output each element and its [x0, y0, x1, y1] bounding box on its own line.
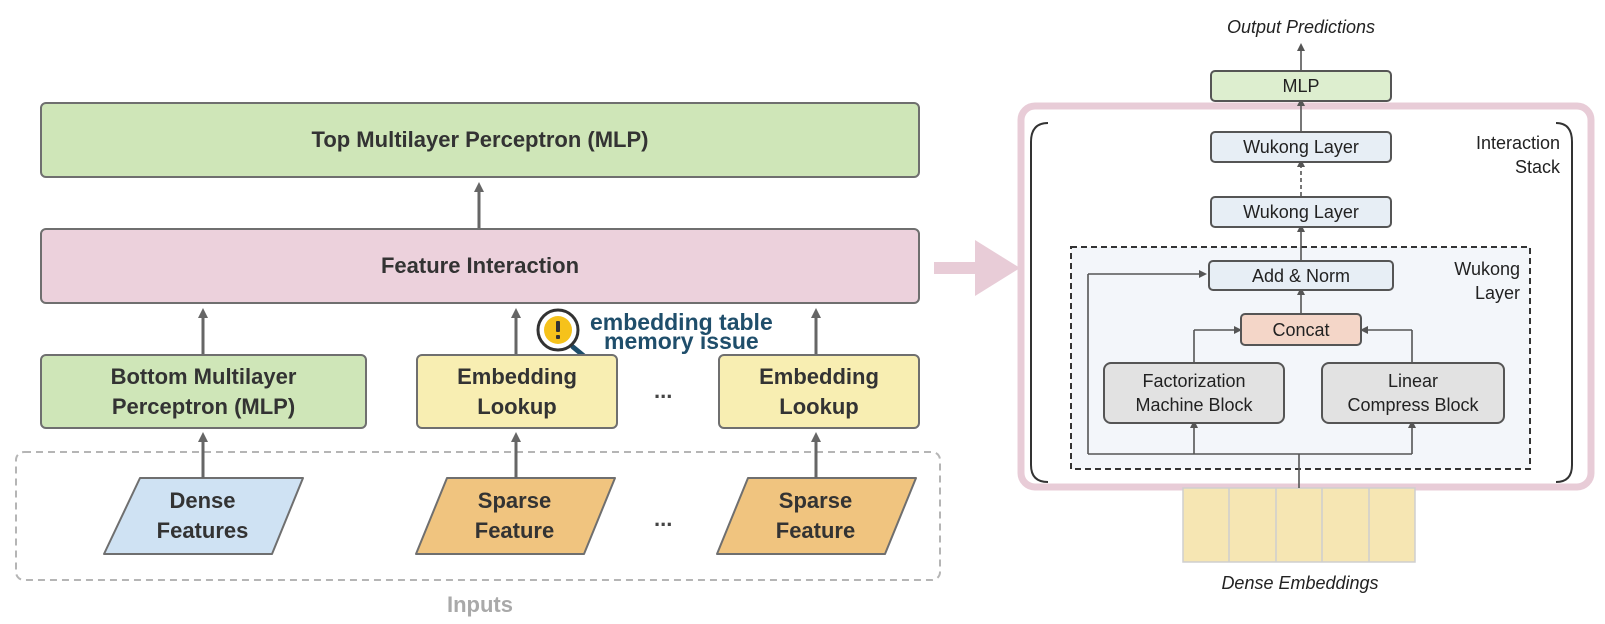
sparse-feature-text-2: Sparse Feature	[723, 478, 908, 554]
feature-interaction-label: Feature Interaction	[380, 253, 580, 278]
concat-box: Concat	[1240, 313, 1362, 346]
annotation-text: embedding table memory issue	[590, 309, 773, 354]
wukong-layer-mid-box: Wukong Layer	[1210, 196, 1392, 228]
top-mlp-label: Top Multilayer Perceptron (MLP)	[311, 127, 649, 152]
fm-block-label: Factorization Machine Block	[1135, 371, 1253, 415]
left-arrows	[198, 182, 821, 478]
interaction-stack-frame	[1017, 102, 1595, 491]
fm-block-box: Factorization Machine Block	[1103, 362, 1285, 424]
mlp-box: MLP	[1210, 70, 1392, 102]
dense-features-label: Dense Features	[156, 488, 249, 543]
add-norm-box: Add & Norm	[1208, 260, 1394, 291]
add-norm-label: Add & Norm	[1251, 265, 1351, 286]
top-mlp-box: Top Multilayer Perceptron (MLP)	[40, 102, 920, 178]
wukong-layer-top-box: Wukong Layer	[1210, 131, 1392, 163]
bottom-mlp-box: Bottom Multilayer Perceptron (MLP)	[40, 354, 367, 429]
bottom-mlp-label: Bottom Multilayer Perceptron (MLP)	[110, 363, 297, 419]
sparse-feature-1-shape	[415, 477, 616, 555]
sparse-feature-text-1: Sparse Feature	[422, 478, 607, 554]
wukong-layer-label: Wukong Layer	[1454, 259, 1520, 303]
wukong-layer-top-label: Wukong Layer	[1243, 137, 1359, 157]
interaction-stack-label: Interaction Stack	[1475, 133, 1560, 177]
sparse-feature-2-shape	[716, 477, 917, 555]
dense-features-shape	[103, 477, 304, 555]
lookup-ellipsis: ...	[654, 378, 673, 403]
right-connectors	[1087, 43, 1416, 488]
feature-interaction-box: Feature Interaction	[40, 228, 920, 304]
wukong-layer-mid-label: Wukong Layer	[1243, 202, 1359, 222]
dense-features-text: Dense Features	[110, 478, 295, 554]
mlp-label: MLP	[1282, 76, 1320, 96]
feature-ellipsis: ...	[654, 506, 673, 531]
inputs-label: Inputs	[447, 592, 513, 617]
sparse-feature-label-2: Sparse Feature	[775, 488, 856, 543]
linear-compress-block-box: Linear Compress Block	[1321, 362, 1505, 424]
embedding-lookup-box-1: Embedding Lookup	[416, 354, 618, 429]
inputs-container	[15, 451, 941, 581]
dense-embeddings-label: Dense Embeddings	[1221, 573, 1379, 593]
linear-compress-block-label: Linear Compress Block	[1347, 371, 1479, 415]
dense-embeddings-grid	[1182, 487, 1416, 563]
expand-arrow	[934, 240, 1020, 296]
embedding-lookup-box-2: Embedding Lookup	[718, 354, 920, 429]
embedding-lookup-label-1: Embedding Lookup	[457, 363, 577, 419]
embedding-lookup-label-2: Embedding Lookup	[759, 363, 879, 419]
sparse-feature-label-1: Sparse Feature	[474, 488, 555, 543]
output-predictions-label: Output Predictions	[1226, 17, 1376, 37]
concat-label: Concat	[1272, 319, 1330, 340]
interaction-stack-bracket	[1030, 122, 1049, 483]
